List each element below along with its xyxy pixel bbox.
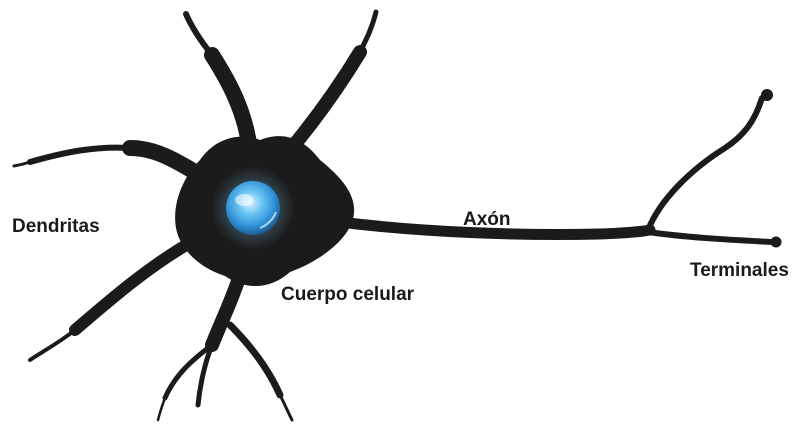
cell-body-label: Cuerpo celular [281, 284, 414, 306]
axon [340, 98, 772, 242]
axon-label: Axón [463, 209, 511, 231]
terminal-knob-lower [771, 237, 782, 248]
neuron [14, 12, 782, 420]
nucleus [211, 166, 295, 250]
axon-terminals [761, 89, 782, 248]
terminal-knob-upper [761, 89, 773, 101]
dendrites-label: Dendritas [12, 216, 100, 238]
terminals-label: Terminales [690, 260, 789, 282]
